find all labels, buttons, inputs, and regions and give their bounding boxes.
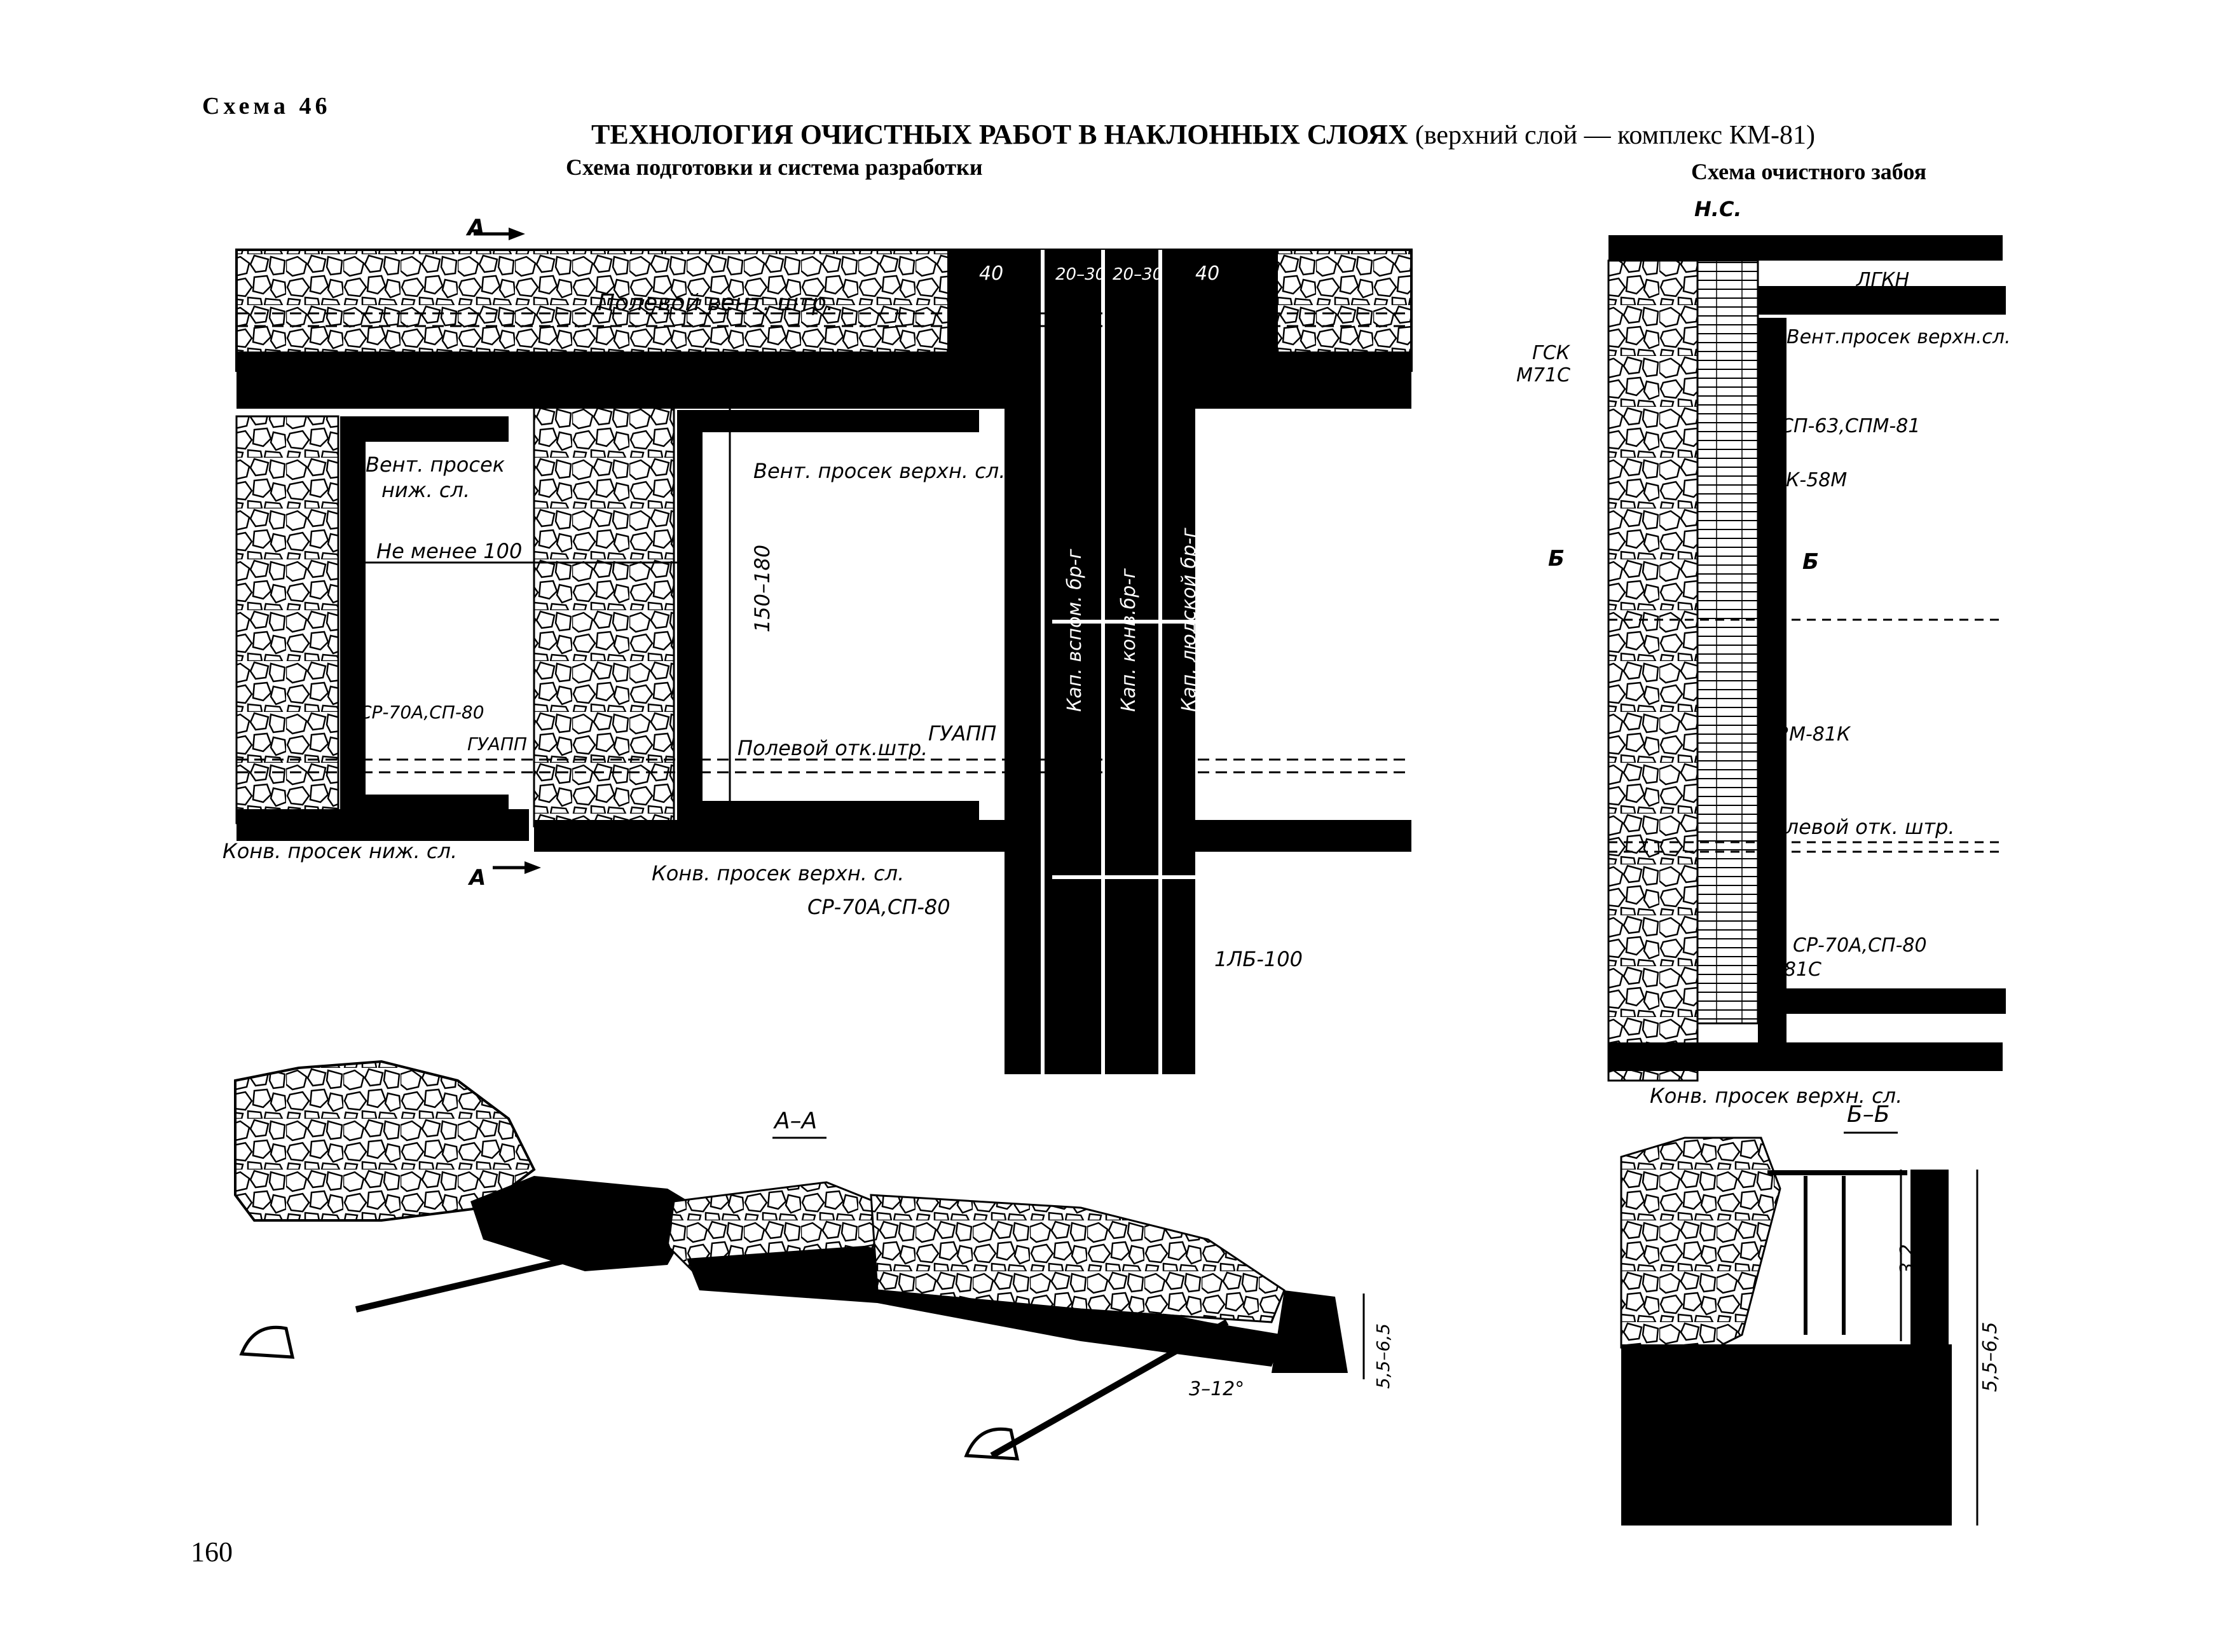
label-section-b-right: Б [1802,549,1819,575]
rock-mass-bb [1620,1137,1781,1349]
label-vent-crosscut-upper: Вент. просек верхн. сл. [753,459,1005,483]
coal-bb-wall [1910,1170,1949,1348]
label-min-distance: Не менее 100 [376,539,522,563]
haul-drift-right [534,820,1411,852]
coal-seam-aa-2 [687,1246,1284,1367]
face-bottom-strip [1608,1042,2003,1071]
label-field-haul-drift: Полевой отк.штр. [737,736,928,760]
label-thickness-aa: 5,5–6,5 [1373,1323,1394,1389]
label-face-equip-sr: СР-70А,СП-80 [1793,934,1927,957]
label-dim-20-30-a: 20–30 [1055,265,1106,284]
label-vent-crosscut-lower-2: ниж. сл. [381,478,470,502]
label-lgkn: ЛГКН [1856,269,1909,291]
vent-drift [237,352,1411,409]
powered-support [1696,259,1759,1025]
label-fan: 5АРВ-2 [1205,352,1269,373]
label-sp63: СП-63,СПМ-81 [1780,415,1920,437]
label-gsk: ГСК [1532,342,1571,364]
label-vent-crosscut-upper-face: Вент.просек верхн.сл. [1786,326,2011,348]
label-guapp-left: ГУАПП [467,734,527,754]
label-angle: 3–12° [1189,1378,1244,1400]
label-people-incline: Кап. людской бр-г [1178,528,1200,712]
section-arrow-bottom-head [525,861,541,874]
conv-crosscut-upper-face [1758,988,2006,1014]
haul-drift-left [237,809,529,841]
label-dim-40-a: 40 [979,263,1003,285]
page-title: ТЕХНОЛОГИЯ ОЧИСТНЫХ РАБОТ В НАКЛОННЫХ СЛ… [591,121,1815,149]
label-thickness-bb: 5,5–6,5 [1979,1322,2001,1392]
section-aa: А–А 3–12° 5,5–6,5 [234,1060,1394,1461]
section-bb: Б–Б 3,2 5,5–6,5 [1620,1102,2001,1526]
label-support: 2М-81К [1777,723,1851,746]
page-number: 160 [191,1536,233,1567]
label-k58m: 1К-58М [1774,469,1847,491]
label-dim-10: 10 [711,374,735,396]
label-height-bb: 3,2 [1896,1244,1919,1274]
label-conv-incline: Кап. конв.бр-г [1118,568,1140,712]
label-belt: 1ЛБ-100 [1214,947,1303,971]
title-note: (верхний слой — комплекс КМ-81) [1415,121,1816,150]
incline-zone-top [947,250,1278,371]
label-section-a-top: А [465,215,485,241]
vent-crosscut-upper-face [1758,286,2006,315]
label-dim-150-180: 150–180 [750,545,774,632]
section-arrow-top-head [509,228,525,240]
label-face-field-haul-drift: Полевой отк. штр. [1758,815,1954,839]
gallery-upper [990,1319,1229,1459]
section-bb-title: Б–Б [1847,1102,1889,1128]
gallery-lower [355,1236,656,1313]
rock-mass-aa-left [234,1060,536,1222]
incline-block [1005,407,1195,1074]
label-conv-crosscut-upper: Конв. просек верхн. сл. [652,861,904,885]
label-section-b-left: Б [1548,546,1565,571]
subtitle-plan: Схема подготовки и система разработки [566,154,983,180]
label-equip-sr-left: СР-70А,СП-80 [359,702,484,723]
label-m81s: М81С [1767,959,1821,981]
label-ns: Н.С. [1694,197,1742,221]
scheme-number: Схема 46 [202,93,331,119]
lower-slice-crosscuts [340,416,509,814]
face-scheme: Н.С. ЛГКН Вент.просек верхн.сл. ГСК М71С… [1516,197,2011,1108]
label-section-a-bottom: А [467,865,486,891]
coal-face [1758,318,1786,1055]
label-vent-crosscut-lower: Вент. просек [366,453,505,477]
label-aux-incline: Кап. вспом. бр-г [1064,549,1086,712]
drift-profile-right [964,1427,1020,1461]
label-guapp-mid: ГУАПП [928,721,996,746]
label-equip-sr-mid: СР-70А,СП-80 [807,895,950,919]
rock-mass-aa-right [870,1194,1286,1323]
plan-view: Полевой вент. штр. Вент. просек ниж. сл.… [223,215,1413,1074]
coal-seam-aa-end [1272,1290,1348,1373]
label-dim-20-30-b: 20–30 [1113,265,1163,284]
label-dim-40-b: 40 [1195,263,1219,285]
title-main: ТЕХНОЛОГИЯ ОЧИСТНЫХ РАБОТ В НАКЛОННЫХ СЛ… [591,119,1408,150]
label-face-conv-crosscut-upper: Конв. просек верхн. сл. [1650,1084,1902,1108]
label-m71s: М71С [1516,364,1570,386]
label-conv-crosscut-lower: Конв. просек ниж. сл. [223,839,457,863]
label-field-vent-drift: Полевой вент. штр. [598,290,833,316]
rock-pillar-left [235,415,339,824]
coal-seam-aa-1 [470,1176,699,1271]
rock-pillar-middle [533,406,675,828]
face-top-strip [1608,235,2003,261]
drift-profile-left [239,1325,295,1359]
face-goaf-rock [1607,259,1699,1082]
coal-bb-floor [1621,1344,1952,1526]
subtitle-face: Схема очистного забоя [1691,159,1927,184]
section-aa-title: А–А [773,1108,817,1134]
